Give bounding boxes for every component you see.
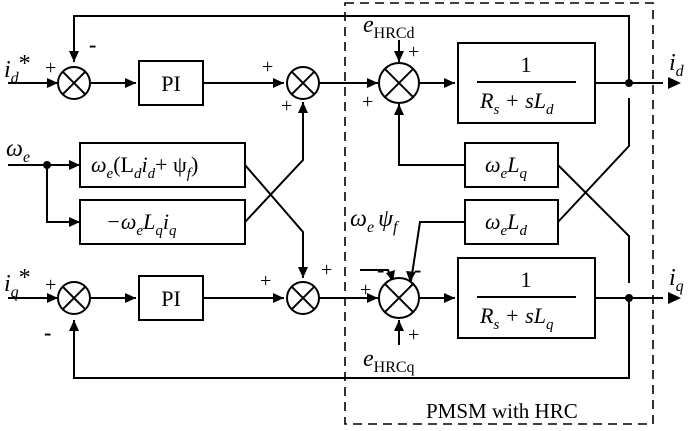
label-iq-out: iq	[669, 265, 684, 295]
branch-dot-iq	[625, 294, 633, 302]
svg-text:ωeLq: ωeLq	[485, 152, 527, 182]
label-omega-e: ωe	[6, 136, 30, 166]
label-id-ref: id*	[4, 51, 31, 87]
pmsm-hrc-region	[344, 2, 654, 425]
svg-text:ωe(Ldid+ ψf): ωe(Ldid+ ψf)	[91, 152, 198, 182]
svg-text:+: +	[362, 91, 373, 113]
label-e-hrc-q: eHRCq	[363, 346, 415, 376]
sum-junction-q-decouple	[286, 281, 320, 315]
svg-text:ωeLd: ωeLd	[485, 209, 527, 239]
svg-text:-: -	[89, 32, 96, 57]
coupling-block-weLd: ωeLd	[464, 199, 559, 245]
svg-text:+: +	[408, 324, 419, 346]
sign-labels: + - + + + + + - + + + - - +	[44, 32, 421, 346]
svg-text:+: +	[262, 56, 273, 78]
svg-text:1: 1	[521, 267, 532, 292]
label-e-hrc-d: eHRCd	[363, 12, 415, 42]
sum-junction-q-plant	[378, 277, 420, 319]
svg-text:−ωeLqiq: −ωeLqiq	[106, 209, 177, 239]
region-label: PMSM with HRC	[426, 399, 578, 423]
sum-junction-d-error	[57, 66, 91, 100]
sum-junction-d-plant	[378, 62, 420, 104]
sum-junction-q-error	[57, 281, 91, 315]
decoupling-block-d: ωe(Ldid+ ψf)	[79, 142, 246, 188]
svg-text:-: -	[414, 257, 421, 282]
svg-text:PI: PI	[161, 71, 181, 96]
svg-text:+: +	[45, 57, 56, 79]
svg-text:+: +	[281, 95, 292, 117]
svg-text:Rs + sLd: Rs + sLd	[479, 88, 554, 118]
svg-text:PI: PI	[161, 286, 181, 311]
plant-block-d: 1 Rs + sLd	[457, 42, 596, 124]
sum-junction-d-decouple	[286, 66, 320, 100]
branch-dot-id	[625, 79, 633, 87]
svg-text:+: +	[45, 274, 56, 296]
svg-text:+: +	[408, 41, 419, 63]
svg-text:+: +	[360, 279, 371, 301]
decoupling-block-q: −ωeLqiq	[79, 199, 246, 245]
svg-text:-: -	[44, 320, 51, 345]
plant-block-q: 1 Rs + sLq	[457, 257, 596, 339]
svg-text:-: -	[377, 257, 384, 282]
arrowheads	[47, 51, 681, 331]
label-iq-ref: iq*	[4, 265, 31, 301]
svg-text:+: +	[321, 259, 332, 281]
branch-dot-omega	[43, 161, 51, 169]
svg-text:+: +	[260, 270, 271, 292]
svg-text:Rs + sLq: Rs + sLq	[479, 303, 554, 333]
svg-text:1: 1	[521, 52, 532, 77]
pi-block-q: PI	[138, 275, 204, 321]
pi-block-d: PI	[138, 60, 204, 106]
coupling-block-weLq: ωeLq	[464, 142, 559, 188]
label-id-out: id	[669, 50, 685, 80]
